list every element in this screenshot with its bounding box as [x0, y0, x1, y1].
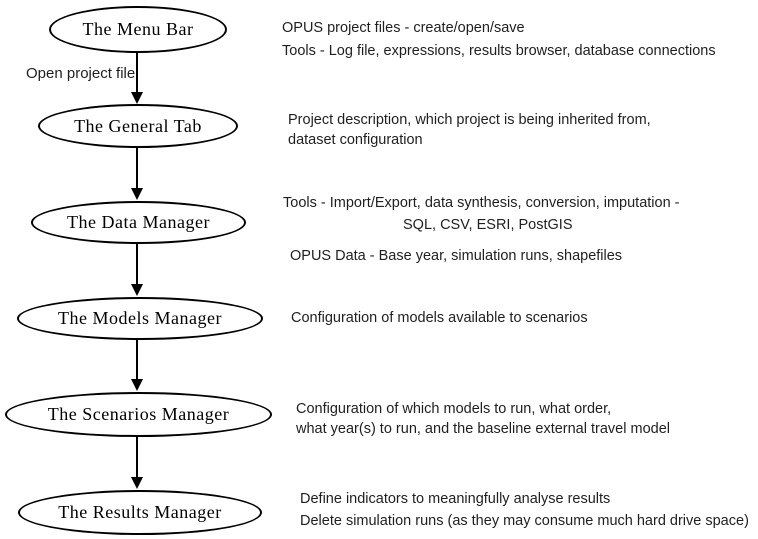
annotation-general-tab-line1: Project description, which project is be…	[288, 112, 651, 128]
edge-label-open-project-file: Open project file	[26, 65, 136, 82]
arrow-scenarios-to-results-icon	[131, 436, 143, 489]
arrow-shaft	[136, 147, 138, 189]
node-models-manager-label: The Models Manager	[58, 308, 222, 328]
annotation-data-manager-line1: Tools - Import/Export, data synthesis, c…	[283, 195, 680, 211]
annotation-results-manager-line1: Define indicators to meaningfully analys…	[300, 491, 611, 507]
node-results-manager-label: The Results Manager	[58, 502, 222, 522]
annotation-models-manager-line1: Configuration of models available to sce…	[291, 310, 588, 326]
arrow-head	[131, 284, 143, 296]
arrow-shaft	[136, 436, 138, 478]
arrow-menu-to-general-icon	[131, 53, 143, 104]
node-general-tab-label: The General Tab	[74, 115, 202, 136]
arrow-shaft	[136, 339, 138, 380]
arrow-shaft	[136, 53, 138, 93]
annotation-data-manager-line2: SQL, CSV, ESRI, PostGIS	[403, 217, 573, 233]
annotation-menu-bar-line2: Tools - Log file, expressions, results b…	[282, 43, 716, 59]
annotation-data-manager-line3: OPUS Data - Base year, simulation runs, …	[290, 248, 623, 264]
arrow-head	[131, 92, 143, 104]
arrow-shaft	[136, 243, 138, 285]
annotation-results-manager-line2: Delete simulation runs (as they may cons…	[300, 513, 749, 529]
node-menu-bar: The Menu Bar	[49, 6, 227, 53]
annotation-general-tab-line2: dataset configuration	[288, 132, 423, 148]
node-data-manager: The Data Manager	[31, 201, 246, 244]
arrow-head	[131, 477, 143, 489]
node-data-manager-label: The Data Manager	[67, 212, 210, 232]
node-scenarios-manager-label: The Scenarios Manager	[47, 404, 230, 424]
node-results-manager: The Results Manager	[18, 490, 262, 535]
annotation-scenarios-manager-line2: what year(s) to run, and the baseline ex…	[296, 421, 670, 437]
annotation-scenarios-manager-line1: Configuration of which models to run, wh…	[296, 401, 612, 417]
annotation-menu-bar-line1: OPUS project files - create/open/save	[282, 20, 525, 36]
arrow-head	[131, 379, 143, 391]
arrow-general-to-data-icon	[131, 147, 143, 200]
node-models-manager: The Models Manager	[17, 297, 263, 340]
node-scenarios-manager: The Scenarios Manager	[5, 392, 272, 437]
arrow-data-to-models-icon	[131, 243, 143, 296]
arrow-models-to-scenarios-icon	[131, 339, 143, 391]
node-menu-bar-label: The Menu Bar	[82, 19, 194, 39]
node-general-tab: The General Tab	[38, 104, 238, 148]
arrow-head	[131, 188, 143, 200]
